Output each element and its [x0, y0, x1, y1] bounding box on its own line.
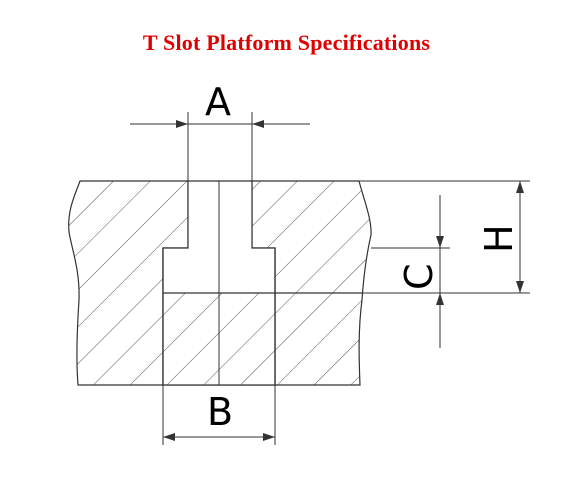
dim-a-label: A — [205, 80, 231, 124]
diagram-title: T Slot Platform Specifications — [142, 30, 431, 55]
platform-body-section — [68, 180, 372, 386]
dim-h-label: H — [477, 224, 521, 253]
dim-b-label: B — [207, 390, 233, 434]
dim-c-label: C — [397, 263, 441, 290]
